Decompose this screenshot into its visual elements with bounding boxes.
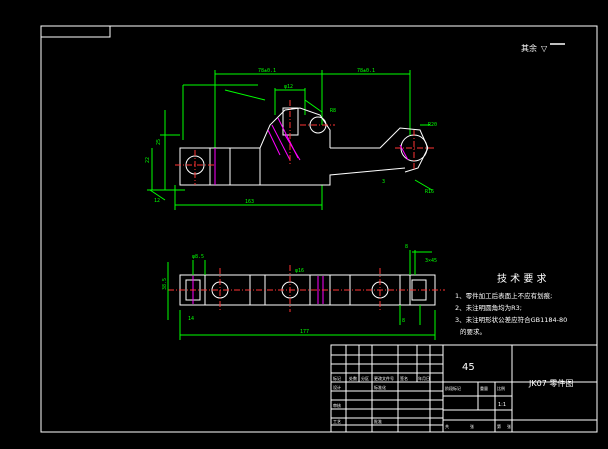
dim-lower-height: 38.5 — [162, 278, 168, 290]
title-block — [330, 344, 598, 433]
dim-lower-top: φ8.5 — [192, 254, 204, 260]
dim-top-right: 78±0.1 — [357, 68, 375, 74]
dim-hole-width: φ12 — [284, 84, 293, 90]
dim-angle-right: R16 — [425, 189, 434, 195]
top-view-dimensions — [167, 250, 436, 340]
tech-req-item: 2、未注明圆角均为R3; — [455, 303, 522, 312]
part-name: JK07 零件图 — [528, 378, 573, 388]
dim-lower-mid: φ16 — [295, 268, 304, 274]
dim-left-height: 25 — [156, 139, 162, 145]
title-cell: 审核 — [333, 402, 341, 408]
surface-finish-note: 其余 ▽ — [521, 43, 565, 53]
scale: 1:1 — [498, 402, 506, 408]
dim-top-left: 78±0.1 — [258, 68, 276, 74]
tech-req-item: 1、零件加工后表面上不应有划痕; — [455, 291, 552, 300]
frame-corner-tag — [40, 25, 111, 38]
title-cell: 标记 — [333, 375, 341, 381]
top-dimension-labels: 78±0.1 78±0.1 φ12 R8 R20 25 22 12 163 R1… — [145, 68, 437, 205]
title-cell: 第 — [497, 423, 501, 429]
tech-req-item: 3、未注明形状公差应符合GB1184-80 — [455, 315, 567, 324]
front-view-centerlines — [175, 100, 435, 185]
dim-lower-left-b: 8 — [402, 318, 405, 324]
title-cell: 分区 — [361, 375, 369, 381]
dim-lower-left-a: 14 — [188, 316, 194, 322]
title-cell: 标准化 — [374, 384, 386, 390]
title-cell: 处数 — [349, 375, 357, 381]
dim-lower-right-chamfer: 3×45 — [425, 258, 437, 264]
dim-left-small: 12 — [154, 198, 160, 204]
dim-radius-large: R20 — [428, 122, 437, 128]
dim-angle-small: 3 — [382, 179, 385, 185]
title-cell: 比例 — [497, 385, 505, 391]
title-cell: 签名 — [400, 375, 408, 381]
dim-bottom-total: 163 — [245, 199, 254, 205]
dim-lower-total: 177 — [300, 329, 309, 335]
title-cell: 批准 — [374, 418, 382, 424]
top-view: 177 38.5 φ8.5 φ16 8 3×45 14 8 — [162, 244, 445, 340]
top-view-dimension-labels: 177 38.5 φ8.5 φ16 8 3×45 14 8 — [162, 244, 437, 335]
top-view-centerlines — [168, 265, 445, 312]
front-view: 78±0.1 78±0.1 φ12 R8 R20 25 22 12 163 R1… — [145, 68, 437, 210]
front-view-outline — [179, 107, 429, 186]
top-dimensions — [147, 70, 433, 210]
title-cell: 张 — [507, 423, 511, 429]
title-cell: 工艺 — [333, 419, 341, 424]
title-cell: 更改文件号 — [374, 375, 394, 381]
title-cell: 共 — [445, 423, 449, 429]
dim-radius-small: R8 — [330, 108, 336, 114]
material: 45 — [462, 362, 475, 373]
tech-req-item: 的要求。 — [460, 327, 486, 336]
title-block-text: 45 JK07 零件图 1:1 标记 处数 分区 更改文件号 签名 年月日 设计… — [333, 362, 573, 429]
title-cell: 设计 — [333, 384, 341, 390]
front-view-hatch — [214, 117, 409, 185]
title-cell: 年月日 — [418, 375, 430, 381]
technical-requirements: 技 术 要 求 1、零件加工后表面上不应有划痕; 2、未注明圆角均为R3; 3、… — [455, 272, 567, 336]
surface-finish-symbol: ▽ — [541, 44, 548, 53]
surface-finish-label: 其余 — [521, 43, 537, 53]
dim-left-offset: 22 — [145, 157, 151, 163]
title-cell: 重量 — [480, 385, 488, 391]
tech-req-title: 技 术 要 求 — [497, 272, 547, 285]
dim-lower-right-top: 8 — [405, 244, 408, 250]
title-cell: 张 — [470, 423, 474, 429]
title-cell: 阶段标记 — [445, 385, 461, 391]
drawing-frame — [40, 25, 598, 433]
